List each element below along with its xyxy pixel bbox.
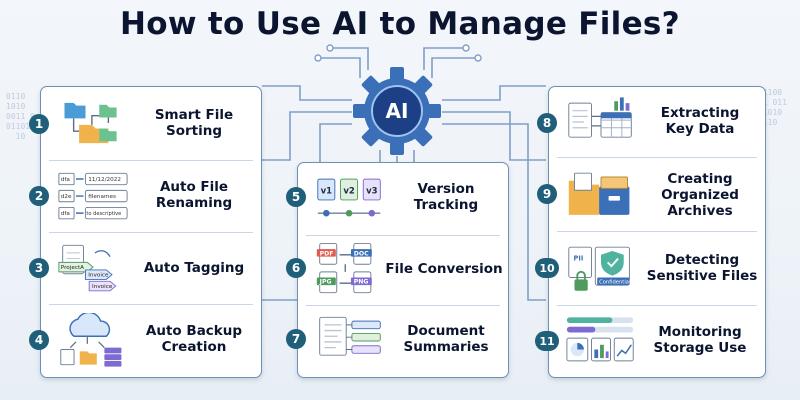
shield-lock-icon: PII Confidential	[568, 246, 630, 291]
svg-text:filenames: filenames	[88, 194, 116, 200]
step-badge: 8	[537, 113, 557, 133]
svg-text:Invoice: Invoice	[88, 273, 109, 279]
svg-text:Invoice: Invoice	[92, 284, 113, 290]
item-label-document-summaries: Document Summaries	[403, 323, 489, 355]
svg-text:DOC: DOC	[354, 250, 369, 257]
svg-text:JPG: JPG	[319, 279, 332, 286]
version-icon: v1 v2 v3	[317, 178, 381, 217]
hub-label: AI	[386, 99, 409, 123]
item-label-auto-backup-creation: Auto Backup Creation	[145, 323, 243, 355]
panel-center: 5 v1 v2 v3 Version Tracking 6 PDF DOC JPG PN…	[286, 162, 509, 378]
svg-text:to descriptive: to descriptive	[86, 211, 121, 217]
item-label-detecting-sensitive-files: Detecting Sensitive Files	[646, 252, 758, 284]
svg-text:d2e: d2e	[61, 194, 72, 200]
divider	[557, 305, 757, 306]
item-label-auto-tagging: Auto Tagging	[143, 260, 245, 276]
step-badge: 3	[29, 258, 49, 278]
divider	[306, 235, 500, 236]
svg-text:v2: v2	[343, 186, 355, 196]
divider	[557, 157, 757, 158]
file-convert-icon: PDF DOC JPG PNG	[316, 242, 372, 294]
svg-text:dfa: dfa	[61, 211, 70, 217]
step-badge: 5	[286, 187, 306, 207]
ai-gear-icon: AI	[353, 67, 441, 155]
cloud-backup-icon	[60, 313, 122, 367]
svg-text:v3: v3	[366, 186, 378, 196]
step-badge: 2	[29, 186, 49, 206]
item-label-version-tracking: Version Tracking	[413, 181, 479, 213]
divider	[49, 232, 253, 233]
svg-text:Confidential: Confidential	[599, 280, 630, 286]
svg-text:PDF: PDF	[320, 250, 334, 257]
svg-text:PII: PII	[574, 254, 584, 262]
step-badge: 7	[286, 329, 306, 349]
item-label-smart-file-sorting: Smart File Sorting	[154, 107, 234, 139]
step-badge: 6	[286, 258, 306, 278]
step-badge: 11	[535, 331, 559, 351]
item-label-extracting-key-data: Extracting Key Data	[660, 105, 740, 137]
item-label-monitoring-storage-use: Monitoring Storage Use	[653, 324, 747, 356]
panel-left: 1 Smart File Sorting 2 dfa d2e dfa 11/12/2…	[29, 86, 262, 378]
storage-chart-icon	[566, 317, 634, 362]
summary-doc-icon	[319, 316, 381, 356]
divider	[49, 160, 253, 161]
svg-text:dfa: dfa	[61, 177, 70, 183]
step-badge: 9	[537, 184, 557, 204]
svg-text:ProjectA: ProjectA	[61, 265, 84, 271]
divider	[306, 305, 500, 306]
svg-text:v1: v1	[321, 186, 333, 196]
panel-right: 8 Extracting Key Data 9 Creating Organiz…	[535, 86, 766, 378]
data-extract-icon	[568, 97, 632, 138]
rename-icon: dfa d2e dfa 11/12/2022 filenames to descript…	[58, 172, 128, 220]
page-title: How to Use AI to Manage Files?	[120, 6, 680, 42]
step-badge: 10	[535, 258, 559, 278]
divider	[49, 304, 253, 305]
archive-box-icon	[568, 172, 630, 215]
item-label-file-conversion: File Conversion	[385, 261, 503, 277]
step-badge: 4	[29, 330, 49, 350]
item-label-creating-organized-archives: Creating Organized Archives	[661, 171, 739, 219]
item-label-auto-file-renaming: Auto File Renaming	[155, 179, 233, 211]
svg-text:PNG: PNG	[354, 279, 369, 286]
step-badge: 1	[29, 114, 49, 134]
folder-tree-icon	[64, 102, 117, 144]
svg-text:11/12/2022: 11/12/2022	[88, 177, 121, 183]
divider	[557, 231, 757, 232]
